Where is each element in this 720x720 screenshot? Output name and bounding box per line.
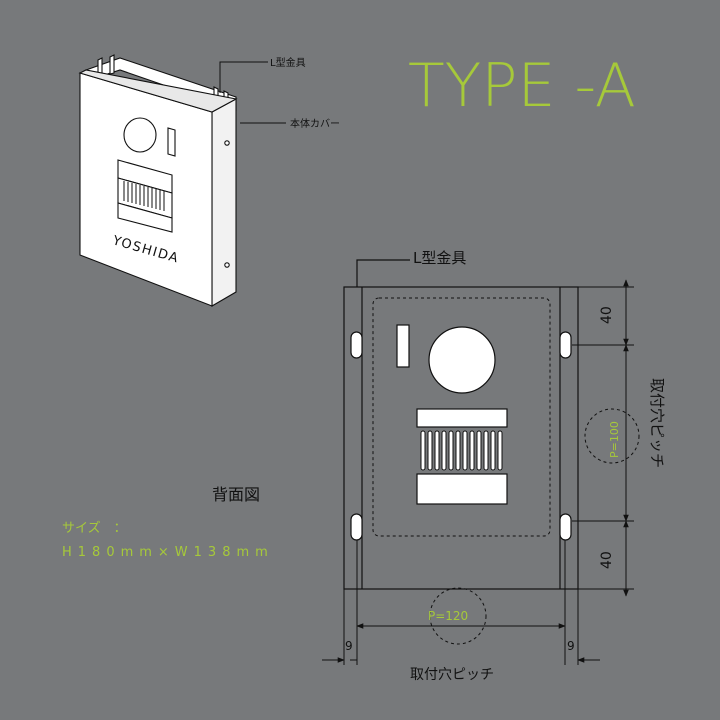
dim-top-value: 40 [599, 306, 615, 324]
callout-cover-label: 本体カバー [290, 117, 340, 130]
back-view-speaker-slots [420, 430, 503, 471]
size-label: サイズ ： [62, 520, 127, 536]
pitch-vertical-label: P=100 [608, 421, 621, 458]
side-caption: 取付穴ピッチ [648, 378, 666, 468]
dim-right-value: 9 [567, 639, 575, 653]
bottom-caption: 取付穴ピッチ [410, 667, 494, 683]
callout-bracket-label: L型金具 [270, 56, 306, 69]
back-bracket-label: L型金具 [413, 249, 466, 267]
pitch-horizontal-circle [429, 587, 487, 645]
back-bracket-leader [356, 259, 410, 287]
perspective-callouts [219, 61, 286, 124]
perspective-view [78, 54, 238, 307]
pitch-horizontal-label: P=120 [428, 609, 468, 623]
size-value: H180mm×W138mm [62, 545, 274, 560]
horizontal-dimensions [322, 540, 600, 665]
vertical-dimensions [572, 279, 634, 597]
perspective-speaker-slots [123, 181, 165, 211]
dim-bottom-value: 40 [599, 551, 615, 569]
dim-left-value: 9 [345, 639, 353, 653]
pitch-vertical-circle [584, 408, 640, 464]
back-view-title: 背面図 [212, 485, 260, 504]
back-view-cutouts [396, 324, 508, 505]
back-view [343, 286, 579, 590]
page-title: TYPE -A [408, 51, 636, 121]
